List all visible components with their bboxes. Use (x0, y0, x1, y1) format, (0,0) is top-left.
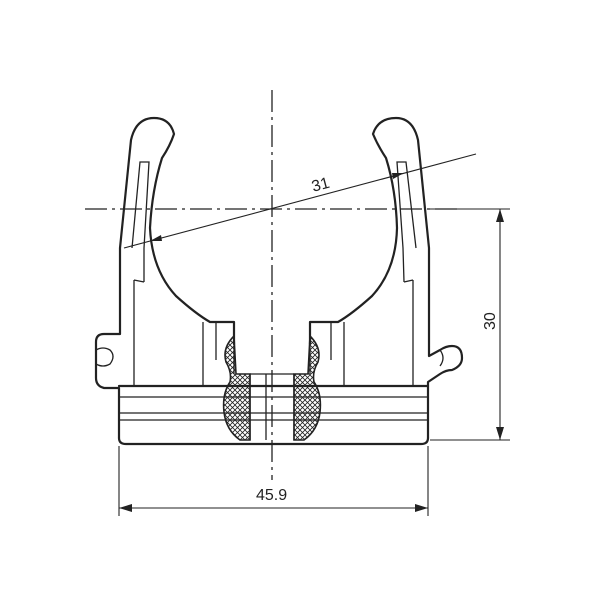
fastener-neck (233, 344, 311, 374)
left-arm-outline (94, 116, 236, 440)
height-arrow-bottom (496, 427, 504, 440)
left-notch (95, 347, 114, 367)
saddle-inner-left (202, 322, 217, 386)
height-arrow-top (496, 209, 504, 222)
right-arm-inner (403, 279, 414, 386)
diameter-arrow-left (150, 235, 162, 241)
width-label: 45.9 (256, 487, 287, 504)
left-arm-inner (133, 279, 145, 386)
diameter-arrow-right (392, 173, 404, 179)
right-arm-slot (396, 161, 417, 283)
base-plate (117, 384, 430, 446)
left-fastener-section (222, 334, 251, 441)
right-fastener-section (293, 334, 322, 441)
height-label: 30 (482, 312, 499, 330)
fastener-bore (249, 373, 295, 440)
saddle-inner-right (330, 322, 345, 386)
diameter-dimension-line (123, 153, 477, 249)
right-arm-outline (308, 116, 464, 440)
width-arrow-left (119, 504, 132, 512)
left-arm-slot (131, 161, 150, 282)
right-notch (439, 349, 444, 367)
width-arrow-right (415, 504, 428, 512)
diameter-label: 31 (310, 175, 332, 196)
